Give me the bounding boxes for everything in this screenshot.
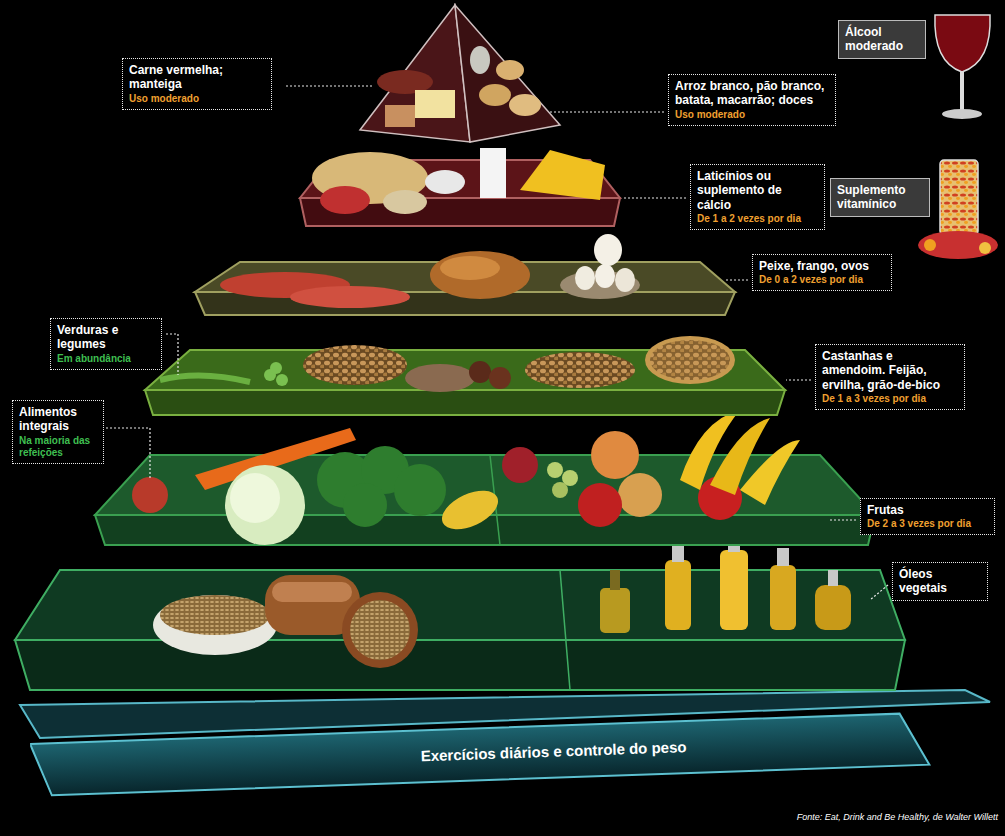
label-box: Óleos vegetais [892,562,988,601]
frequency-note: Em abundância [57,353,155,365]
supplement-jar [918,160,998,259]
dairy [312,148,605,214]
frequency-note: Na maioria das refeições [19,435,97,459]
lettuce [225,465,305,545]
food-group: Castanhas e amendoim. Feijão, ervilha, g… [822,349,958,392]
label-box: Carne vermelha; manteigaUso moderado [122,58,272,110]
round-bread [342,592,418,668]
label-box: Alimentos integraisNa maioria das refeiç… [12,400,104,464]
label-box: Castanhas e amendoim. Feijão, ervilha, g… [815,344,965,410]
label-box: FrutasDe 2 a 3 vezes por dia [860,498,995,535]
greens [317,446,446,527]
food-group: Alimentos integrais [19,405,97,434]
fruits [502,410,800,527]
corn [436,483,504,537]
frequency-note: De 2 a 3 vezes por dia [867,518,988,530]
food-group: Arroz branco, pão branco, batata, macarr… [675,79,829,108]
label-box: Arroz branco, pão branco, batata, macarr… [668,74,836,126]
frequency-note: De 1 a 2 vezes por dia [697,213,818,225]
base-band: Exercícios diários e controle do peso [30,711,931,798]
frequency-note: Uso moderado [675,109,829,121]
food-group: Peixe, frango, ovos [759,259,885,273]
food-group: Verduras e legumes [57,323,155,352]
food-group: Suplemento vitamínico [837,183,923,212]
food-group: Laticínios ou suplemento de cálcio [697,169,818,212]
fish-chicken-eggs [220,234,640,308]
meat-starch [377,46,541,127]
grain-tier-front [15,640,905,690]
frequency-note: Uso moderado [129,93,265,105]
legumes [160,336,735,392]
label-box: Álcool moderado [838,20,926,59]
food-group: Carne vermelha; manteiga [129,63,265,92]
radish [132,477,168,513]
frequency-note: De 0 a 2 vezes por dia [759,274,885,286]
label-box: Peixe, frango, ovosDe 0 a 2 vezes por di… [752,254,892,291]
food-group: Álcool moderado [845,25,919,54]
leader-lines [106,86,888,600]
food-group: Frutas [867,503,988,517]
label-box: Verduras e legumesEm abundância [50,318,162,370]
label-box: Laticínios ou suplemento de cálcioDe 1 a… [690,164,825,230]
top-pyramid [360,5,470,142]
wine-glass [935,15,990,119]
source-caption: Fonte: Eat, Drink and Be Healthy, de Wal… [797,812,998,822]
food-group: Óleos vegetais [899,567,981,596]
frequency-note: De 1 a 3 vezes por dia [822,393,958,405]
label-box: Suplemento vitamínico [830,178,930,217]
bowl [153,595,277,655]
